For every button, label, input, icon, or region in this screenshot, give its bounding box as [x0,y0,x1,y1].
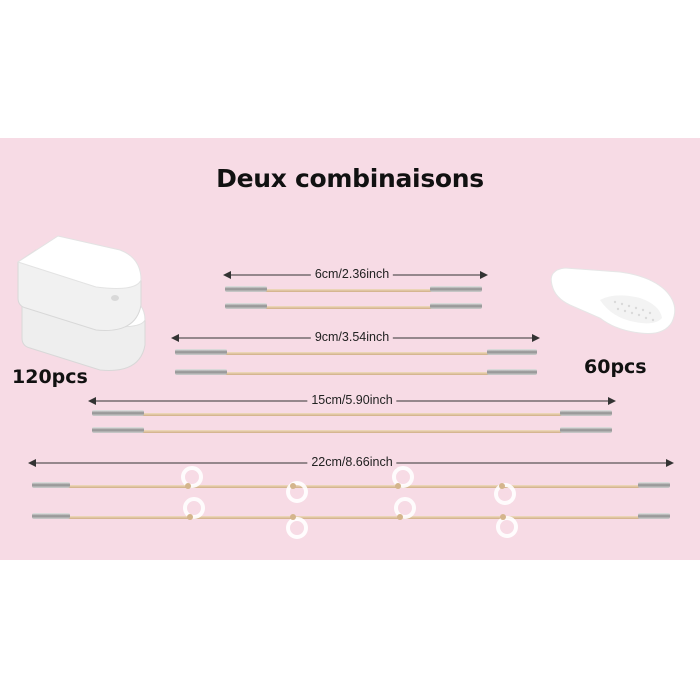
cord-9cm [175,349,537,375]
size-label-22cm: 22cm/8.66inch [307,455,397,469]
white-block-stack [16,235,146,371]
left-quantity-label: 120pcs [12,366,88,388]
cord-6cm [225,286,482,309]
foam-pad [550,267,676,334]
cord-22cm [32,466,670,539]
size-label-15cm: 15cm/5.90inch [307,393,397,407]
page-title: Deux combinaisons [216,164,484,193]
cord-15cm [92,410,612,433]
size-label-6cm: 6cm/2.36inch [310,267,394,281]
size-label-9cm: 9cm/3.54inch [310,330,394,344]
right-quantity-label: 60pcs [584,356,647,378]
